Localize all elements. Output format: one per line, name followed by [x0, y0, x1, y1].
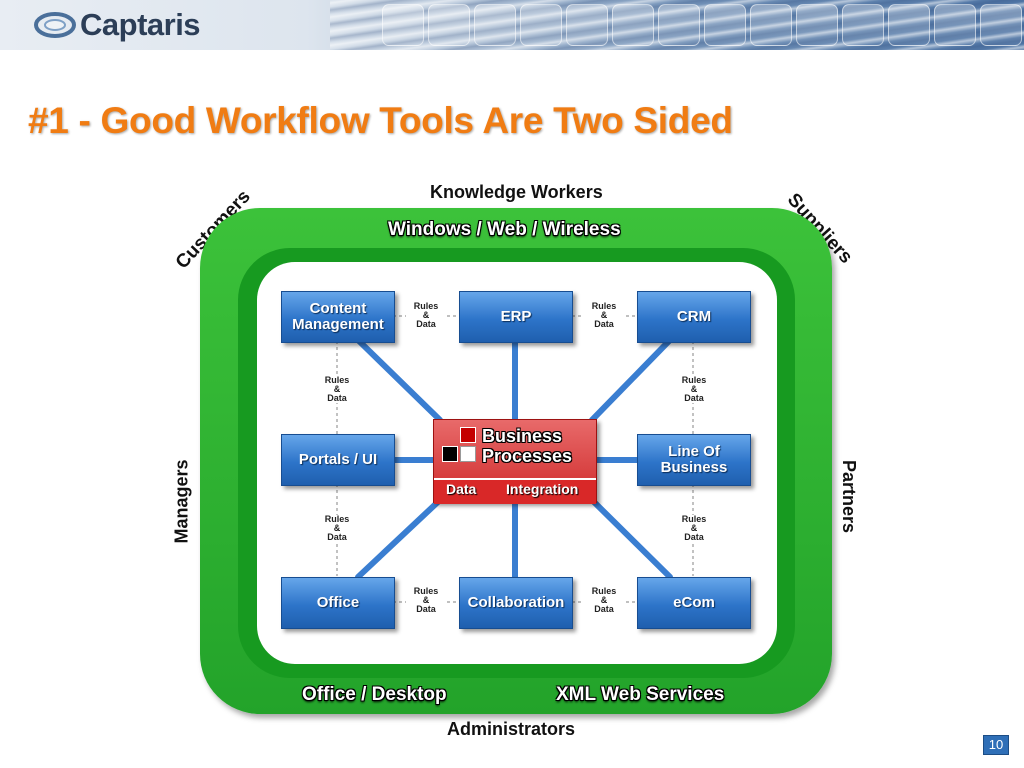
header-square — [704, 4, 746, 46]
header-square — [980, 4, 1022, 46]
header-square — [934, 4, 976, 46]
header-square — [888, 4, 930, 46]
spoke-line — [355, 497, 443, 580]
box-label: Portals / UI — [298, 451, 378, 468]
box-crm: CRM — [637, 291, 751, 343]
rules-data-label: Rules & Data — [584, 587, 624, 614]
header-square — [520, 4, 562, 46]
box-label: Collaboration — [467, 594, 565, 611]
logo-mark-icon — [34, 9, 76, 41]
header-square — [750, 4, 792, 46]
bp-tab-integration: Integration — [506, 481, 579, 497]
header-square — [658, 4, 700, 46]
rules-data-label: Rules & Data — [406, 302, 446, 329]
bp-title-line2: Processes — [482, 446, 573, 466]
business-processes-hub: Business Processes Data Integration — [433, 419, 597, 504]
spoke-line — [589, 337, 673, 423]
bp-title-line1: Business — [482, 426, 563, 446]
ring-label-office-desktop: Office / Desktop — [302, 684, 447, 705]
box-content-management: Content Management — [281, 291, 395, 343]
header-squares — [382, 4, 1022, 46]
ring-label-xml-web-services: XML Web Services — [556, 684, 725, 705]
ring-label-windows-web-wireless: Windows / Web / Wireless — [388, 219, 621, 240]
rules-data-label: Rules & Data — [584, 302, 624, 329]
box-label: Line Of Business — [660, 443, 728, 476]
rules-data-label: Rules & Data — [317, 376, 357, 403]
header-square — [842, 4, 884, 46]
header-banner: Captaris — [0, 0, 1024, 50]
header-square — [474, 4, 516, 46]
spoke-line — [589, 497, 673, 580]
bp-integration-bar — [434, 478, 596, 504]
bp-square-white-icon — [460, 446, 476, 462]
header-square — [428, 4, 470, 46]
captaris-logo: Captaris — [34, 6, 201, 44]
box-line-of-business: Line Of Business — [637, 434, 751, 486]
box-erp: ERP — [459, 291, 573, 343]
bp-square-black-icon — [442, 446, 458, 462]
box-label: Office — [316, 594, 360, 611]
box-portals-ui: Portals / UI — [281, 434, 395, 486]
spoke-line — [355, 337, 443, 423]
rules-data-label: Rules & Data — [317, 515, 357, 542]
page-number: 10 — [983, 735, 1009, 755]
box-label: ERP — [500, 308, 532, 325]
bp-square-red-icon — [460, 427, 476, 443]
label-knowledge-workers: Knowledge Workers — [430, 182, 603, 202]
box-collaboration: Collaboration — [459, 577, 573, 629]
label-administrators: Administrators — [447, 719, 576, 739]
box-label: eCom — [673, 594, 715, 611]
header-square — [796, 4, 838, 46]
bp-title: Business Processes — [482, 426, 572, 466]
header-decoration — [330, 0, 1024, 50]
box-label: Content Management — [292, 300, 384, 333]
rules-data-label: Rules & Data — [674, 515, 714, 542]
bp-tab-data: Data — [446, 481, 477, 497]
box-ecom: eCom — [637, 577, 751, 629]
slide-title: #1 - Good Workflow Tools Are Two Sided — [28, 100, 733, 141]
rules-data-label: Rules & Data — [674, 376, 714, 403]
box-label: CRM — [676, 308, 712, 325]
header-square — [612, 4, 654, 46]
rules-data-label: Rules & Data — [406, 587, 446, 614]
header-square — [566, 4, 608, 46]
logo-text: Captaris — [80, 7, 201, 42]
header-square — [382, 4, 424, 46]
box-office: Office — [281, 577, 395, 629]
